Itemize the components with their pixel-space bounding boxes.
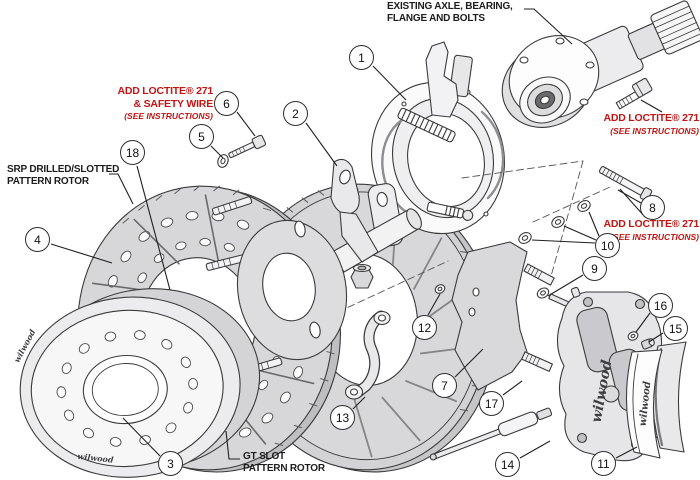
- loctite-note-upper-right: ADD LOCTITE® 271(SEE INSTRUCTIONS): [603, 112, 699, 136]
- callout-9: 9: [582, 256, 607, 281]
- callout-15: 15: [663, 316, 688, 341]
- callout-2: 2: [283, 101, 308, 126]
- callout-10: 10: [595, 233, 620, 258]
- flange-adapter: [205, 158, 379, 375]
- axle-assembly: [501, 0, 700, 128]
- callout-12: 12: [412, 315, 437, 340]
- callout-1: 1: [349, 45, 374, 70]
- callout-7: 7: [432, 373, 457, 398]
- existing-axle-label: EXISTING AXLE, BEARING,FLANGE AND BOLTS: [387, 1, 513, 24]
- callout-16: 16: [648, 293, 673, 318]
- callout-18: 18: [120, 140, 145, 165]
- brake-pads: wilwood: [625, 341, 687, 459]
- cable-bracket: [344, 310, 391, 400]
- brand-script-pad: wilwood: [638, 381, 654, 427]
- rotor-hat: wilwood wilwood: [12, 288, 261, 478]
- callout-8: 8: [640, 195, 665, 220]
- callout-17: 17: [479, 391, 504, 416]
- brand-script-hat-bottom: wilwood: [77, 451, 114, 465]
- callout-3: 3: [158, 451, 183, 476]
- callout-13: 13: [330, 405, 355, 430]
- axle-nut: [350, 263, 374, 289]
- flange-bolt: [615, 77, 653, 110]
- callout-5: 5: [189, 124, 214, 149]
- safety-wire-bolt: [228, 134, 267, 159]
- axis-dashed-lines: [337, 160, 611, 313]
- callout-14: 14: [495, 452, 520, 477]
- slide-pin: [429, 407, 553, 461]
- loctite-note-mid-right: ADD LOCTITE® 271(SEE INSTRUCTIONS): [603, 218, 699, 242]
- safety-wire-washer: [217, 154, 229, 168]
- washer-set: [518, 200, 591, 244]
- mounting-stud: [598, 166, 653, 202]
- axle-stub: [331, 208, 422, 273]
- callout-4: 4: [25, 227, 50, 252]
- backing-plate-assembly: [367, 41, 506, 248]
- loctite-safety-wire-note: ADD LOCTITE® 271& SAFETY WIRE(SEE INSTRU…: [117, 85, 213, 121]
- callout-6: 6: [214, 91, 239, 116]
- callout-11: 11: [591, 451, 616, 476]
